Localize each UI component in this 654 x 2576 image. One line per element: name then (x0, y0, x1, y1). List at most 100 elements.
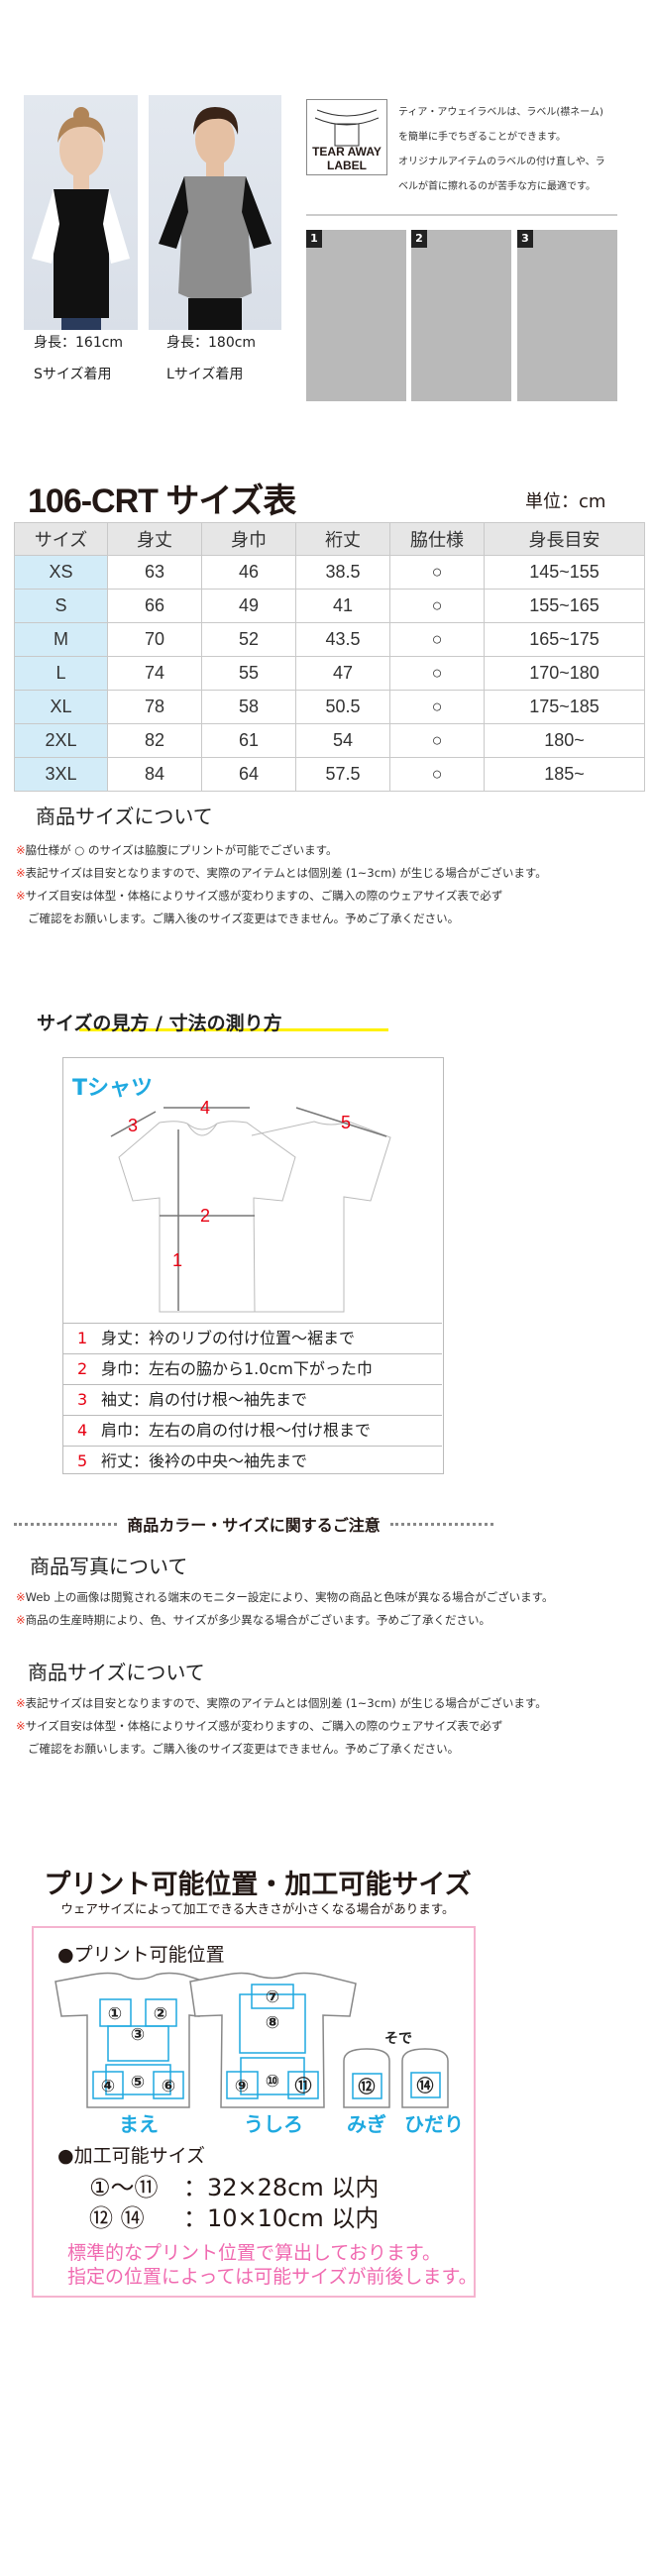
note-mark: ※ (16, 843, 26, 857)
note-line: ※表記サイズは目安となりますので、実際のアイテムとは個別差 (1~3cm) が生… (16, 1695, 547, 1711)
note-line: ※商品の生産時期により、色、サイズが多少異なる場合がございます。予めご了承くださ… (16, 1612, 490, 1628)
sleeve-label: そで (384, 2031, 412, 2047)
mark-1: 1 (172, 1250, 182, 1270)
pos-11: ⑪ (295, 2076, 312, 2096)
pos-9: ⑨ (235, 2077, 249, 2096)
title-underline (79, 1028, 388, 1031)
note-text: 脇仕様が ○ のサイズは脇腹にプリントが可能でございます。 (25, 843, 338, 857)
logo-line1: TEAR AWAY (312, 145, 382, 159)
value-cell: 41 (295, 589, 390, 623)
note-line: ※サイズ目安は体型・体格によりサイズ感が変わりますの、ご購入の際のウェアサイズ表… (16, 1718, 502, 1734)
dotted-rule-right (390, 1523, 493, 1526)
note-line: ※サイズ目安は体型・体格によりサイズ感が変わりますの、ご購入の際のウェアサイズ表… (16, 888, 502, 904)
note-mark: ※ (16, 1613, 26, 1627)
pos-5: ⑤ (131, 2073, 145, 2093)
item-text: 肩巾：左右の肩の付け根～付け根まで (101, 1421, 372, 1440)
value-cell: 66 (107, 589, 202, 623)
note-line: ※脇仕様が ○ のサイズは脇腹にプリントが可能でございます。 (16, 842, 338, 858)
header-cell: 脇仕様 (389, 522, 485, 556)
header-cell: 身丈 (107, 522, 202, 556)
note-mark: ※ (16, 1719, 26, 1733)
model-2-size: Lサイズ着用 (166, 367, 244, 382)
measure-item: 4 肩巾：左右の肩の付け根～付け根まで (63, 1415, 442, 1446)
size-value: ：10×10cm 以内 (183, 2204, 380, 2232)
note-line: ※表記サイズは目安となりますので、実際のアイテムとは個別差 (1~3cm) が生… (16, 865, 547, 881)
print-positions-diagram: ① ② ③ ④ ⑤ ⑥ ⑦ ⑧ ⑨ ⑩ ⑪ ⑫ ⑭ そで (54, 1972, 449, 2108)
value-cell: 61 (201, 723, 296, 758)
value-cell: 54 (295, 723, 390, 758)
size-line-2: ⑫ ⑭：10×10cm 以内 (89, 2199, 379, 2233)
value-cell: 74 (107, 656, 202, 691)
model-male-illustration (159, 107, 272, 330)
model-female-illustration (32, 107, 130, 330)
size-cell: L (14, 656, 108, 691)
header-cell: サイズ (14, 522, 108, 556)
pos-12: ⑫ (359, 2077, 376, 2097)
model-1-size: Sサイズ着用 (34, 367, 112, 382)
pos-14: ⑭ (417, 2076, 434, 2096)
pos-10: ⑩ (266, 2072, 279, 2092)
note-mark: ※ (16, 1696, 26, 1710)
note-text: ご確認をお願いします。ご購入後のサイズ変更はできません。予めご了承ください。 (28, 912, 460, 925)
photo-notes-title: 商品写真について (30, 1555, 188, 1578)
desc-line: ティア・アウェイラベルは、ラベル(襟ネーム) (398, 107, 603, 118)
pos-7: ⑦ (266, 1987, 279, 2007)
mark-4: 4 (200, 1098, 210, 1118)
value-cell: 55 (201, 656, 296, 691)
label-right: みぎ (347, 2112, 386, 2136)
label-left: ひだり (404, 2112, 464, 2136)
note-text: Web 上の画像は閲覧される端末のモニター設定により、実物の商品と色味が異なる場… (25, 1590, 554, 1604)
print-note-2: 指定の位置によっては可能サイズが前後します。 (67, 2266, 478, 2288)
value-cell: ○ (389, 622, 485, 657)
note-line: ご確認をお願いします。ご購入後のサイズ変更はできません。予めご了承ください。 (16, 1741, 459, 1757)
item-number: 3 (77, 1390, 88, 1409)
tear-away-logo: TEAR AWAY LABEL (306, 99, 387, 175)
header-cell: 身長目安 (484, 522, 645, 556)
mark-2: 2 (200, 1206, 210, 1226)
item-number: 4 (77, 1421, 88, 1440)
value-cell: 170~180 (484, 656, 645, 691)
note-mark: ※ (16, 889, 26, 903)
value-cell: ○ (389, 723, 485, 758)
item-text: 身丈：衿のリブの付け位置～裾まで (101, 1329, 356, 1347)
positions-title: ●プリント可能位置 (57, 1944, 225, 1966)
step-number: 3 (517, 230, 533, 248)
note-line: ※Web 上の画像は閲覧される端末のモニター設定により、実物の商品と色味が異なる… (16, 1589, 554, 1605)
value-cell: 50.5 (295, 690, 390, 724)
value-cell: 84 (107, 757, 202, 792)
value-cell: 70 (107, 622, 202, 657)
size-cell: 3XL (14, 757, 108, 792)
pos-8: ⑧ (266, 2013, 279, 2033)
model-photo-male (149, 95, 281, 330)
item-text: 身巾：左右の脇から1.0cm下がった巾 (101, 1359, 373, 1378)
pos-6: ⑥ (162, 2077, 175, 2096)
print-note-1: 標準的なプリント位置で算出しております。 (67, 2242, 441, 2264)
value-cell: ○ (389, 656, 485, 691)
note-text: サイズ目安は体型・体格によりサイズ感が変わりますの、ご購入の際のウェアサイズ表で… (25, 889, 503, 903)
note-text: 表記サイズは目安となりますので、実際のアイテムとは個別差 (1~3cm) が生じ… (25, 1696, 547, 1710)
pos-3: ③ (131, 2025, 145, 2045)
size-cell: XS (14, 555, 108, 590)
label-icon (314, 109, 380, 147)
value-cell: 46 (201, 555, 296, 590)
step-photo-3: 3 (517, 230, 617, 401)
size-cell: M (14, 622, 108, 657)
value-cell: 58 (201, 690, 296, 724)
step-photo-2: 2 (411, 230, 511, 401)
print-subtitle: ウェアサイズによって加工できる大きさが小さくなる場合があります。 (60, 1901, 455, 1916)
sizes-title: ●加工可能サイズ (57, 2145, 206, 2167)
note-line: ご確認をお願いします。ご購入後のサイズ変更はできません。予めご了承ください。 (16, 911, 459, 926)
pos-1: ① (108, 2004, 122, 2024)
value-cell: ○ (389, 690, 485, 724)
caution-title: 商品カラー・サイズに関するご注意 (127, 1516, 381, 1535)
note-text: サイズ目安は体型・体格によりサイズ感が変わりますの、ご購入の際のウェアサイズ表で… (25, 1719, 503, 1733)
model-2-height: 身長：180cm (166, 335, 257, 351)
value-cell: ○ (389, 555, 485, 590)
header-cell: 身巾 (201, 522, 296, 556)
